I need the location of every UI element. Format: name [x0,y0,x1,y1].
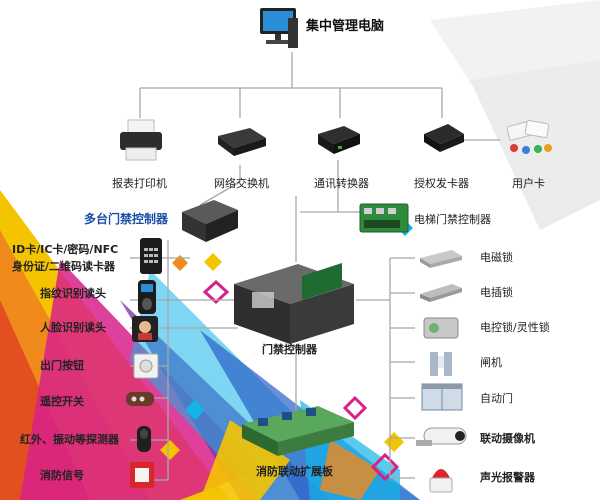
left-input-label-7: 红外、振动等探测器 [20,433,119,446]
elevator-controller-board-icon [358,200,410,236]
left-input-label-5: 出门按钮 [40,359,84,372]
printer-label: 报表打印机 [112,177,167,190]
converter-label: 通讯转换器 [314,177,369,190]
fire-expansion-board-icon [238,402,358,460]
center-label: 集中管理电脑 [306,19,385,34]
printer-icon [118,118,164,162]
left-input-label-3: 指纹识别读头 [40,287,106,300]
left-input-label-1: ID卡/IC卡/密码/NFC [12,243,119,256]
user-card-icon [502,118,558,158]
automatic-door-icon [420,382,464,412]
right-output-label-3: 电控锁/灵性锁 [480,321,550,334]
infrared-detector-icon [134,424,154,454]
left-input-label-8: 消防信号 [40,469,84,482]
left-input-label-6: 遥控开关 [40,395,84,408]
right-output-label-6: 联动摄像机 [480,432,535,445]
siren-alarm-icon [426,458,456,496]
keypad-reader-icon [138,236,164,276]
fingerprint-reader-icon [136,278,158,316]
switch-label: 网络交换机 [214,177,269,190]
management-computer-icon [258,6,300,52]
communication-converter-icon [314,122,364,160]
magnetic-lock-icon [418,248,464,270]
right-output-label-7: 声光报警器 [480,471,535,484]
electric-control-lock-icon [420,314,462,342]
multi-controller-label: 多台门禁控制器 [84,212,169,226]
usercard-label: 用户卡 [512,177,545,190]
issuer-label: 授权发卡器 [414,177,469,190]
fire-board-label: 消防联动扩展板 [256,465,333,478]
right-output-label-2: 电插锁 [480,286,513,299]
main-controller-box-icon [228,260,358,346]
multi-controller-box-icon [178,196,242,244]
security-camera-icon [414,422,470,454]
left-input-label-4: 人脸识别读头 [40,321,106,334]
electric-bolt-lock-icon [418,282,464,304]
turnstile-gate-icon [426,346,456,378]
card-issuer-icon [420,120,466,156]
right-output-label-5: 自动门 [480,392,513,405]
exit-button-icon [132,352,160,380]
right-output-label-4: 闸机 [480,356,502,369]
fire-alarm-icon [128,460,156,490]
remote-control-icon [122,386,158,410]
main-controller-label: 门禁控制器 [262,343,317,356]
right-output-label-1: 电磁锁 [480,251,513,264]
network-switch-icon [214,122,268,162]
left-input-label-2: 身份证/二维码读卡器 [12,260,116,273]
elevator-controller-label: 电梯门禁控制器 [414,213,491,226]
face-recognition-icon [130,314,160,344]
